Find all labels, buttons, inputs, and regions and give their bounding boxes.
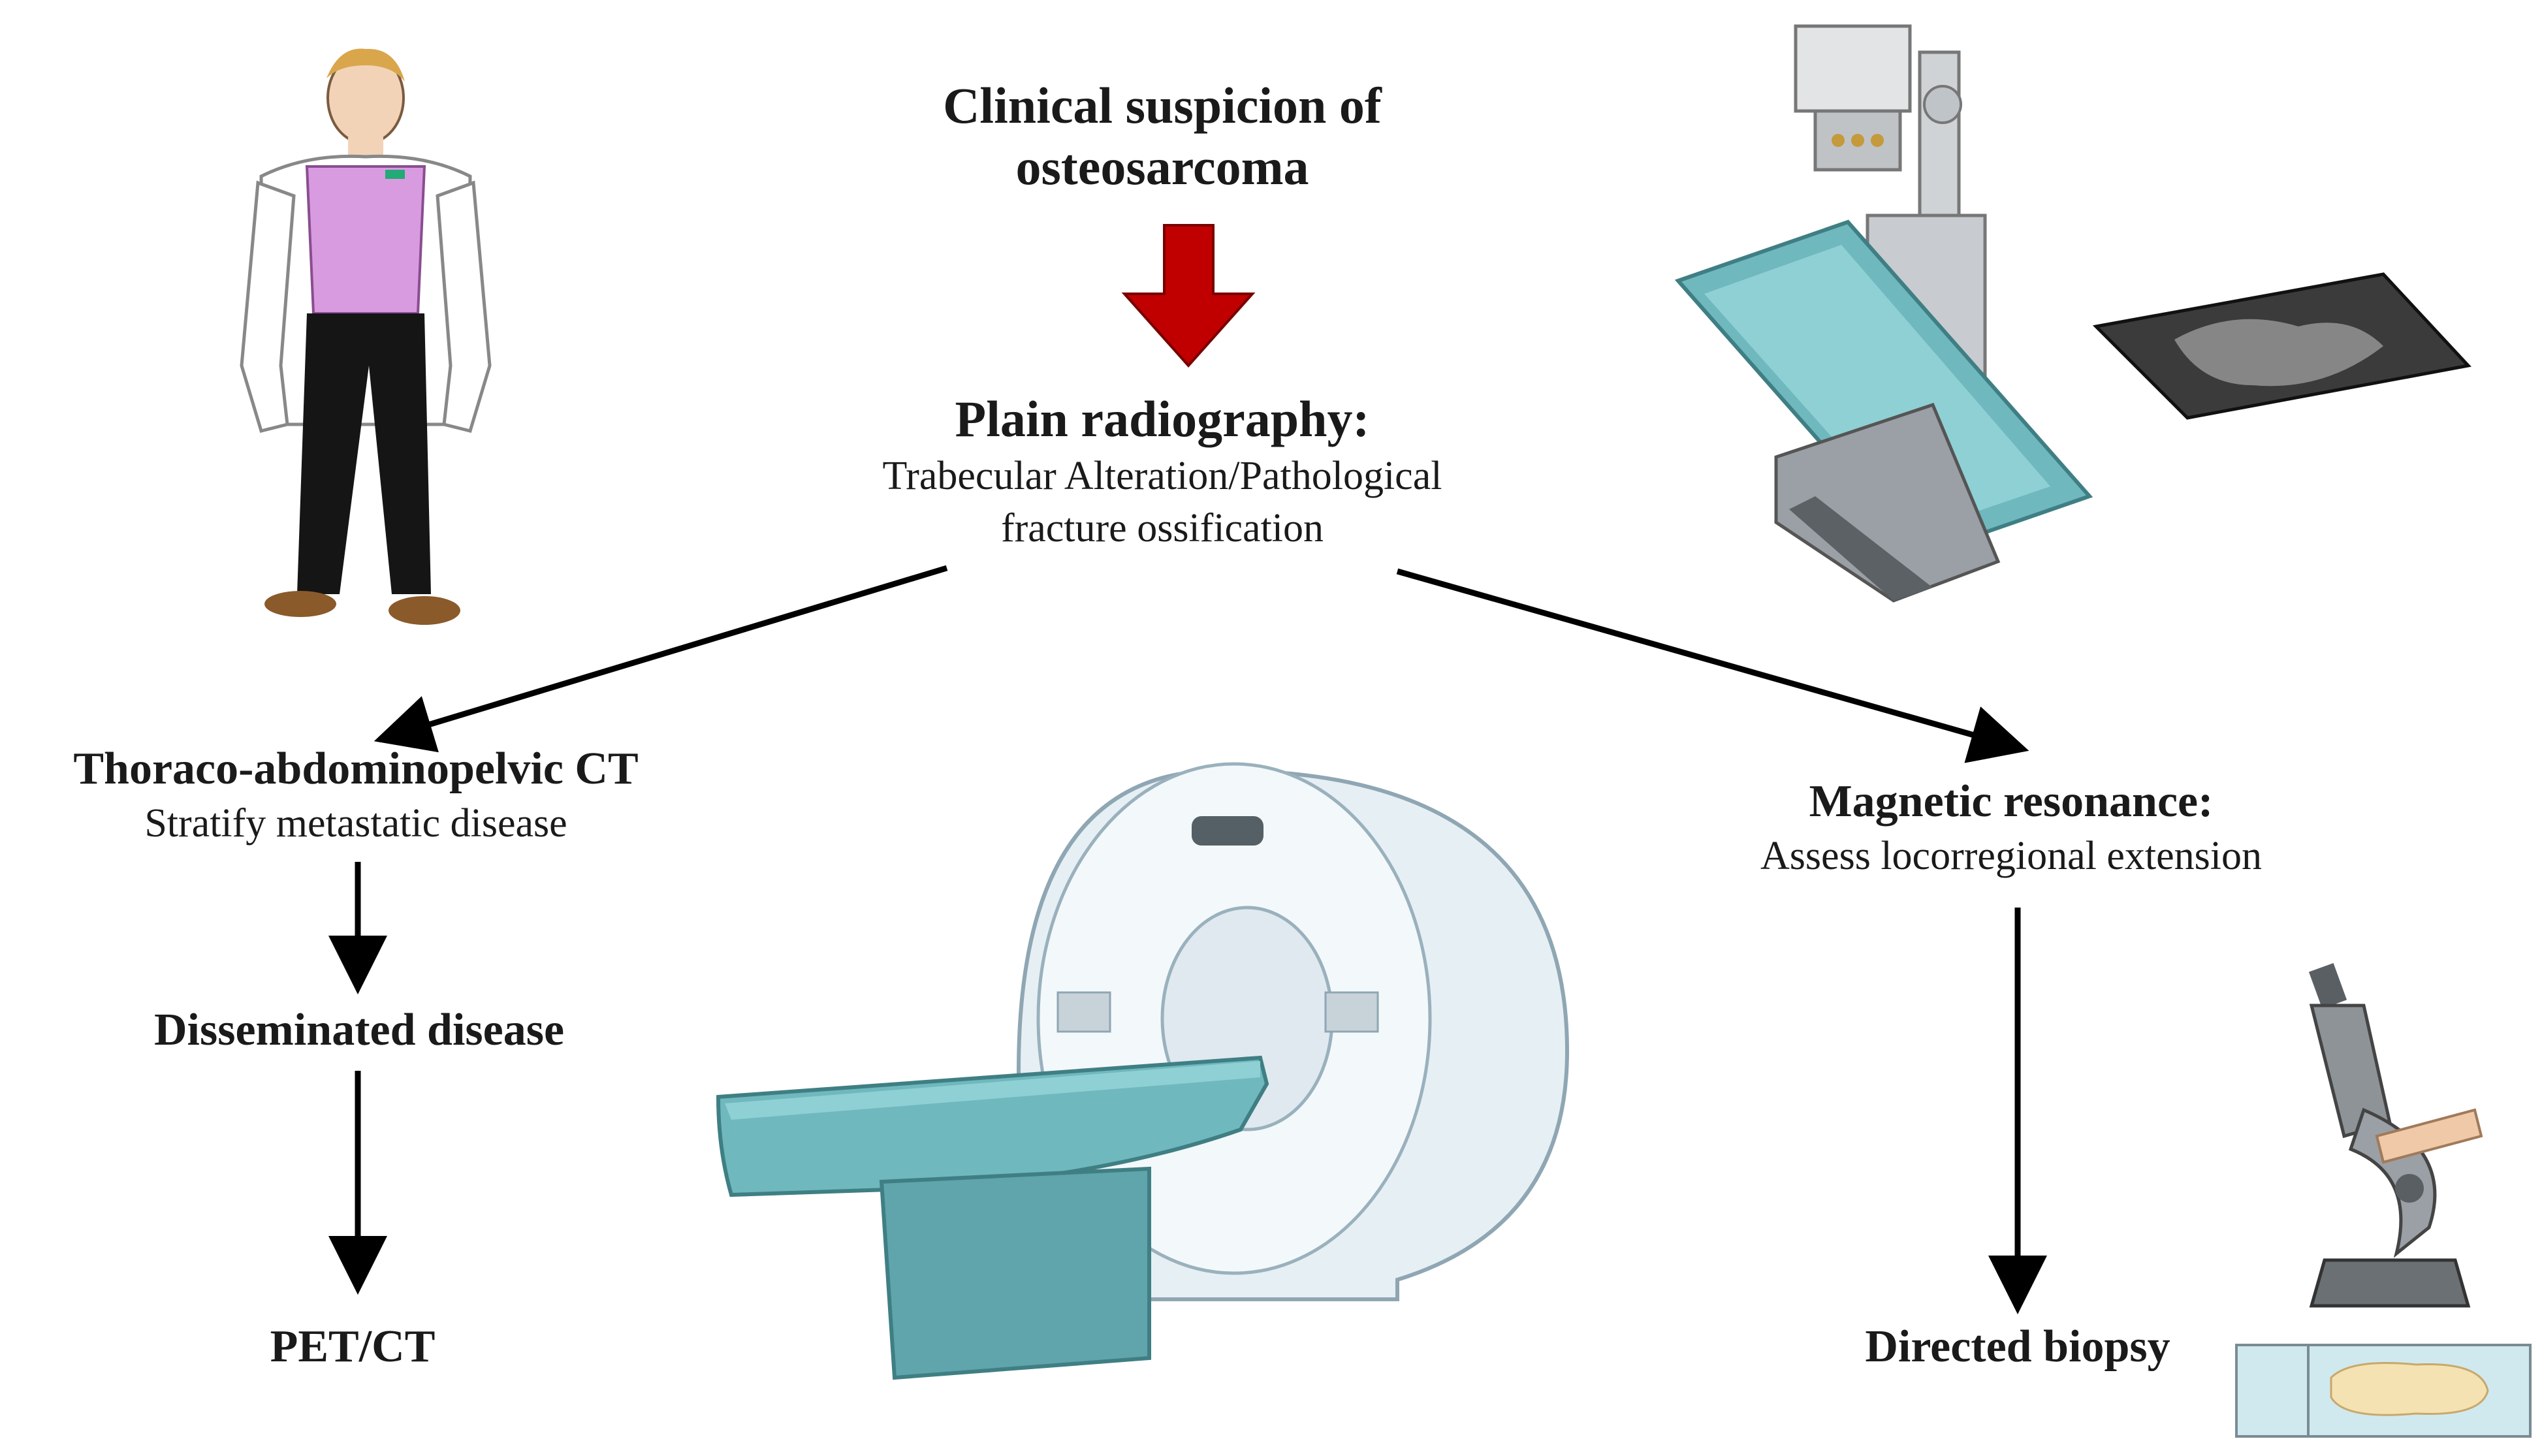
arrow-to-mri [1396,568,2029,763]
mri-title: Magnetic resonance: [1809,776,2214,827]
petct-node: PET/CT [270,1321,436,1372]
radiography-title: Plain radiography: [955,390,1370,447]
mri-scanner-illustration [716,762,1570,1380]
mri-desc: Assess locorregional extension [1760,834,2262,878]
start-line-1: Clinical suspicion of [943,77,1382,134]
start-line-2: osteosarcoma [1015,138,1309,195]
microscope-illustration [2308,962,2483,1308]
radiography-line-1: Trabecular Alteration/Pathological [882,454,1442,498]
ct-desc: Stratify metastatic disease [144,801,567,846]
radiography-node: Plain radiography: Trabecular Alteration… [797,388,1528,554]
start-node: Clinical suspicion of osteosarcoma [849,75,1476,198]
main-red-arrow [1121,224,1256,368]
ct-title: Thoraco-abdominopelvic CT [73,744,639,794]
microscope-slide-illustration [2235,1344,2532,1438]
radiography-line-2: fracture ossification [1000,506,1324,550]
disseminated-node: Disseminated disease [153,1005,565,1055]
arrow-to-ct [373,565,948,753]
ct-node: Thoraco-abdominopelvic CT Stratify metas… [13,741,699,849]
mri-node: Magnetic resonance: Assess locorregional… [1672,774,2351,882]
xray-machine-illustration [1674,24,2093,603]
xray-film-illustration [2092,272,2471,420]
biopsy-node: Directed biopsy [1865,1321,2170,1372]
doctor-illustration [240,48,492,625]
